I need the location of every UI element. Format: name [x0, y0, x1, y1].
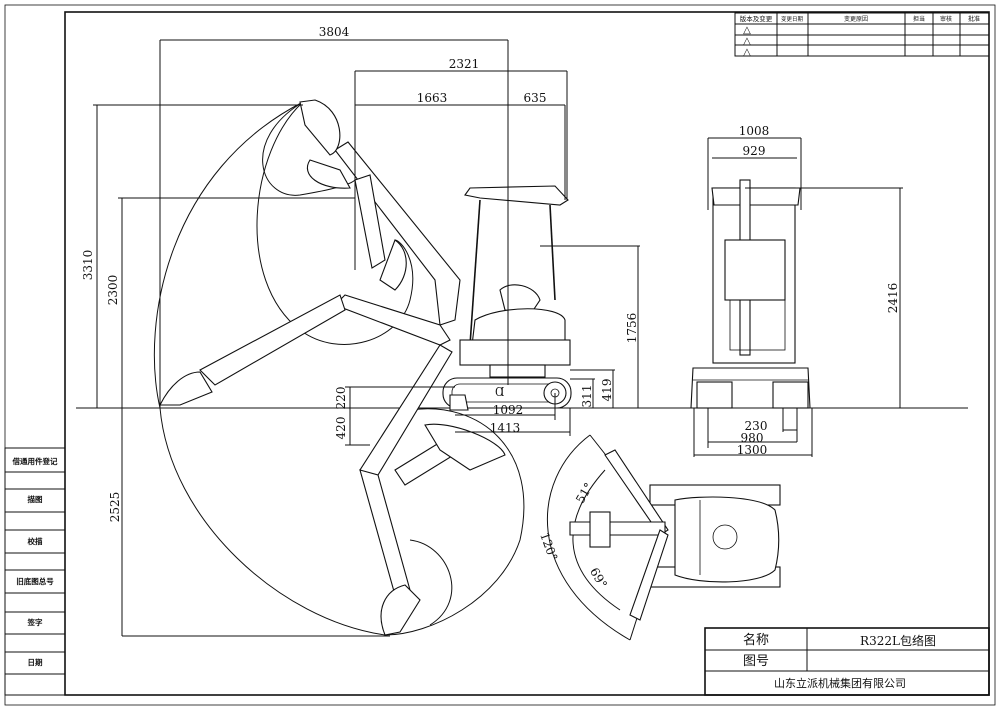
sidebar-item-signature: 签字 [27, 617, 43, 627]
top-boom-left [604, 449, 669, 536]
canopy-roof [464, 185, 569, 206]
revision-table: 版本及变更 变更日期 变更原因 担当 审核 批准 △ △ △ [734, 12, 990, 58]
dim-track-ground-length: 1092 [493, 403, 524, 417]
front-engine [724, 239, 786, 301]
swing-bearing [489, 364, 546, 378]
top-view: 51° 120° 69° [537, 434, 781, 641]
dim-overall-width: 1300 [737, 443, 768, 457]
dim-counterweight-clearance: 311 [580, 385, 594, 408]
upper-frame [459, 339, 571, 366]
rev-row-marker: △ [743, 25, 751, 36]
bucket-upper [299, 99, 341, 156]
rev-row-marker: △ [743, 36, 751, 47]
dim-dump-height: 2300 [106, 275, 120, 306]
dim-inner-width: 929 [743, 144, 766, 158]
sidebar-item-check-tracing: 校描 [28, 536, 43, 546]
side-view: Ɑ [153, 40, 572, 636]
side-dimensions: 3804 2321 1663 635 3310 2300 2525 1756 4… [81, 25, 640, 637]
angle-total-swing: 120° [537, 531, 560, 563]
angle-right-swing: 69° [587, 565, 610, 590]
title-company: 山东立派机械集团有限公司 [774, 676, 906, 690]
top-bucket-center [589, 511, 611, 548]
top-logo [712, 524, 738, 550]
dim-blade-lift: 220 [334, 387, 348, 410]
outer-border [4, 4, 996, 706]
left-sidebar: 借通用件登记 描图 校描 旧底图总号 签字 日期 [4, 447, 66, 696]
canopy-post-front [469, 199, 481, 346]
swing-arc-outer [546, 434, 631, 641]
boom-extended [334, 294, 451, 346]
swing-arc-inner [572, 469, 621, 611]
front-track-right [772, 381, 809, 409]
front-engine-inner [729, 299, 786, 351]
dim-front-to-swing: 1663 [417, 91, 448, 105]
bucket-lower [380, 584, 421, 636]
dim-track-shoe-width: 230 [745, 419, 768, 433]
rev-row-marker: △ [743, 47, 751, 58]
sidebar-item-date: 日期 [28, 657, 43, 667]
canopy-post-rear [549, 204, 556, 301]
front-view [690, 179, 811, 409]
rev-header-version: 版本及变更 [740, 14, 773, 23]
dozer-blade [449, 394, 469, 411]
arm-lower [359, 469, 411, 596]
front-dimensions: 1008 929 2416 230 980 1300 [693, 124, 903, 457]
inner-border [64, 11, 990, 696]
rev-header-approve: 批准 [968, 15, 980, 23]
bucket-upper-2 [307, 159, 351, 189]
sidebar-item-register: 借通用件登记 [12, 456, 58, 466]
dim-upper-width: 2321 [449, 57, 480, 71]
envelope-arc-bucket [409, 539, 453, 626]
front-canopy-roof [711, 187, 801, 206]
track [442, 377, 572, 409]
logo-mark: Ɑ [495, 385, 504, 399]
dim-track-gauge: 980 [741, 431, 764, 445]
dim-max-dig-depth: 2525 [108, 492, 122, 523]
dim-canopy-width: 1008 [739, 124, 770, 138]
dim-max-height: 3310 [81, 250, 95, 281]
arm-extended [199, 294, 346, 386]
title-name-value: R322L包络图 [860, 633, 936, 648]
title-block: 名称 R322L包络图 图号 山东立派机械集团有限公司 [704, 627, 990, 696]
envelope-arc-mid [256, 101, 414, 345]
top-boom-center [569, 521, 666, 536]
dim-canopy-height: 1756 [625, 313, 639, 344]
title-drawing-no-label: 图号 [743, 654, 769, 669]
bucket-mid [379, 239, 407, 291]
sidebar-item-tracing: 描图 [28, 494, 43, 504]
dim-overall-reach: 3804 [319, 25, 350, 39]
bucket-extended [159, 371, 213, 406]
dim-overall-height: 2416 [886, 283, 900, 314]
title-name-label: 名称 [743, 632, 769, 648]
dim-tail-overhang: 635 [524, 91, 547, 105]
front-track-left [696, 381, 733, 409]
arm-upper [354, 174, 386, 269]
sidebar-item-old-number: 旧底图总号 [16, 576, 54, 586]
rev-header-reason: 变更原因 [844, 15, 868, 23]
rev-header-owner: 担当 [913, 15, 925, 23]
dim-track-height: 419 [600, 379, 614, 402]
dim-track-length: 1413 [490, 421, 521, 435]
angle-left-swing: 51° [573, 480, 596, 505]
top-boom-right [629, 529, 669, 621]
dim-blade-depth: 420 [334, 417, 348, 440]
top-body [674, 496, 780, 583]
bucket-lower-2 [424, 423, 506, 471]
rev-header-review: 审核 [940, 15, 952, 23]
rev-header-date: 变更日期 [781, 15, 804, 23]
envelope-arc-lower [384, 408, 525, 636]
